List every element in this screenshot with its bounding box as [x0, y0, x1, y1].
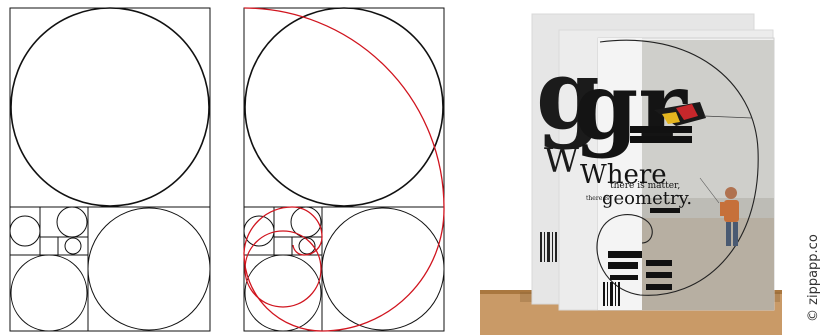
headline-line2-word: geometry. — [602, 188, 692, 209]
small-circle-bottom — [11, 255, 87, 331]
spiral-arc-core — [293, 245, 304, 255]
panel-golden-spiral — [244, 8, 444, 331]
medium-circle — [322, 208, 444, 330]
tiny-circle-top — [57, 207, 87, 237]
large-circle — [245, 8, 443, 206]
front-masthead: gr — [574, 52, 688, 160]
credit-site: zippapp.co — [806, 234, 821, 305]
tiny-square — [58, 237, 88, 255]
spiral-circle — [245, 231, 321, 307]
large-circle — [11, 8, 209, 206]
outer-rectangle — [10, 8, 210, 331]
spiral-arc-outer — [244, 8, 444, 331]
tiny-circle — [65, 238, 81, 254]
copyright-credit: © zippapp.co — [806, 202, 822, 322]
panel-golden-rectangle — [10, 8, 210, 331]
magazine-mockup: gr W gr Where there is matter, there is … — [480, 14, 782, 335]
headline-tag — [650, 208, 680, 213]
medium-circle — [88, 208, 210, 330]
copyright-symbol: © — [806, 309, 821, 322]
golden-spiral — [244, 8, 444, 331]
outer-rectangle — [244, 8, 444, 331]
small-circle-bottom — [245, 255, 321, 331]
small-circle-left — [10, 216, 40, 246]
masthead-label-1 — [630, 126, 692, 133]
masthead-label-2 — [630, 136, 692, 143]
